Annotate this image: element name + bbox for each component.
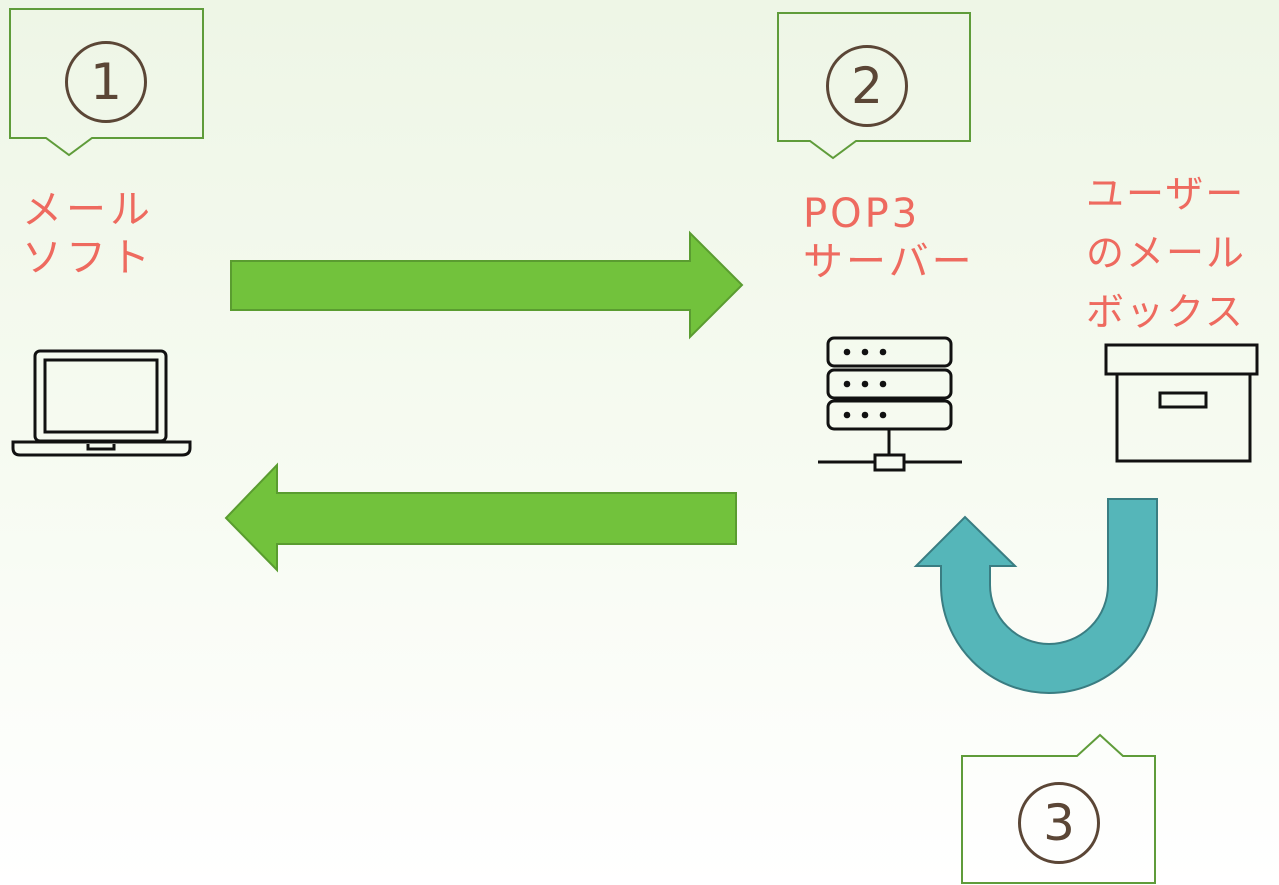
- laptop-icon: [11, 349, 192, 457]
- step-3-number: 3: [1018, 782, 1100, 864]
- step-2-number: 2: [826, 45, 908, 127]
- callout-1-shape: [9, 8, 204, 157]
- retrieve-uturn-arrow: [913, 498, 1158, 694]
- step-1-number: 1: [65, 41, 147, 123]
- callout-3-shape: [961, 733, 1156, 884]
- pop3-server-label-line2: サーバー: [803, 239, 975, 285]
- pop3-server-label-line1: POP3: [803, 191, 921, 237]
- request-arrow: [230, 230, 744, 340]
- mail-software-label-line2: ソフト: [22, 235, 154, 281]
- user-mailbox-label-line2: のメール: [1086, 231, 1247, 275]
- mail-software-label: メール ソフト: [22, 186, 154, 282]
- pop3-server-label: POP3 サーバー: [803, 190, 975, 286]
- user-mailbox-label-line1: ユーザー: [1086, 172, 1246, 216]
- box-icon: [1104, 343, 1259, 463]
- user-mailbox-label-line3: ボックス: [1086, 290, 1245, 334]
- response-arrow: [224, 462, 737, 573]
- mail-software-label-line1: メール: [22, 187, 154, 233]
- server-icon: [818, 336, 962, 472]
- user-mailbox-label: ユーザー のメール ボックス: [1086, 165, 1246, 342]
- callout-2-shape: [777, 12, 971, 160]
